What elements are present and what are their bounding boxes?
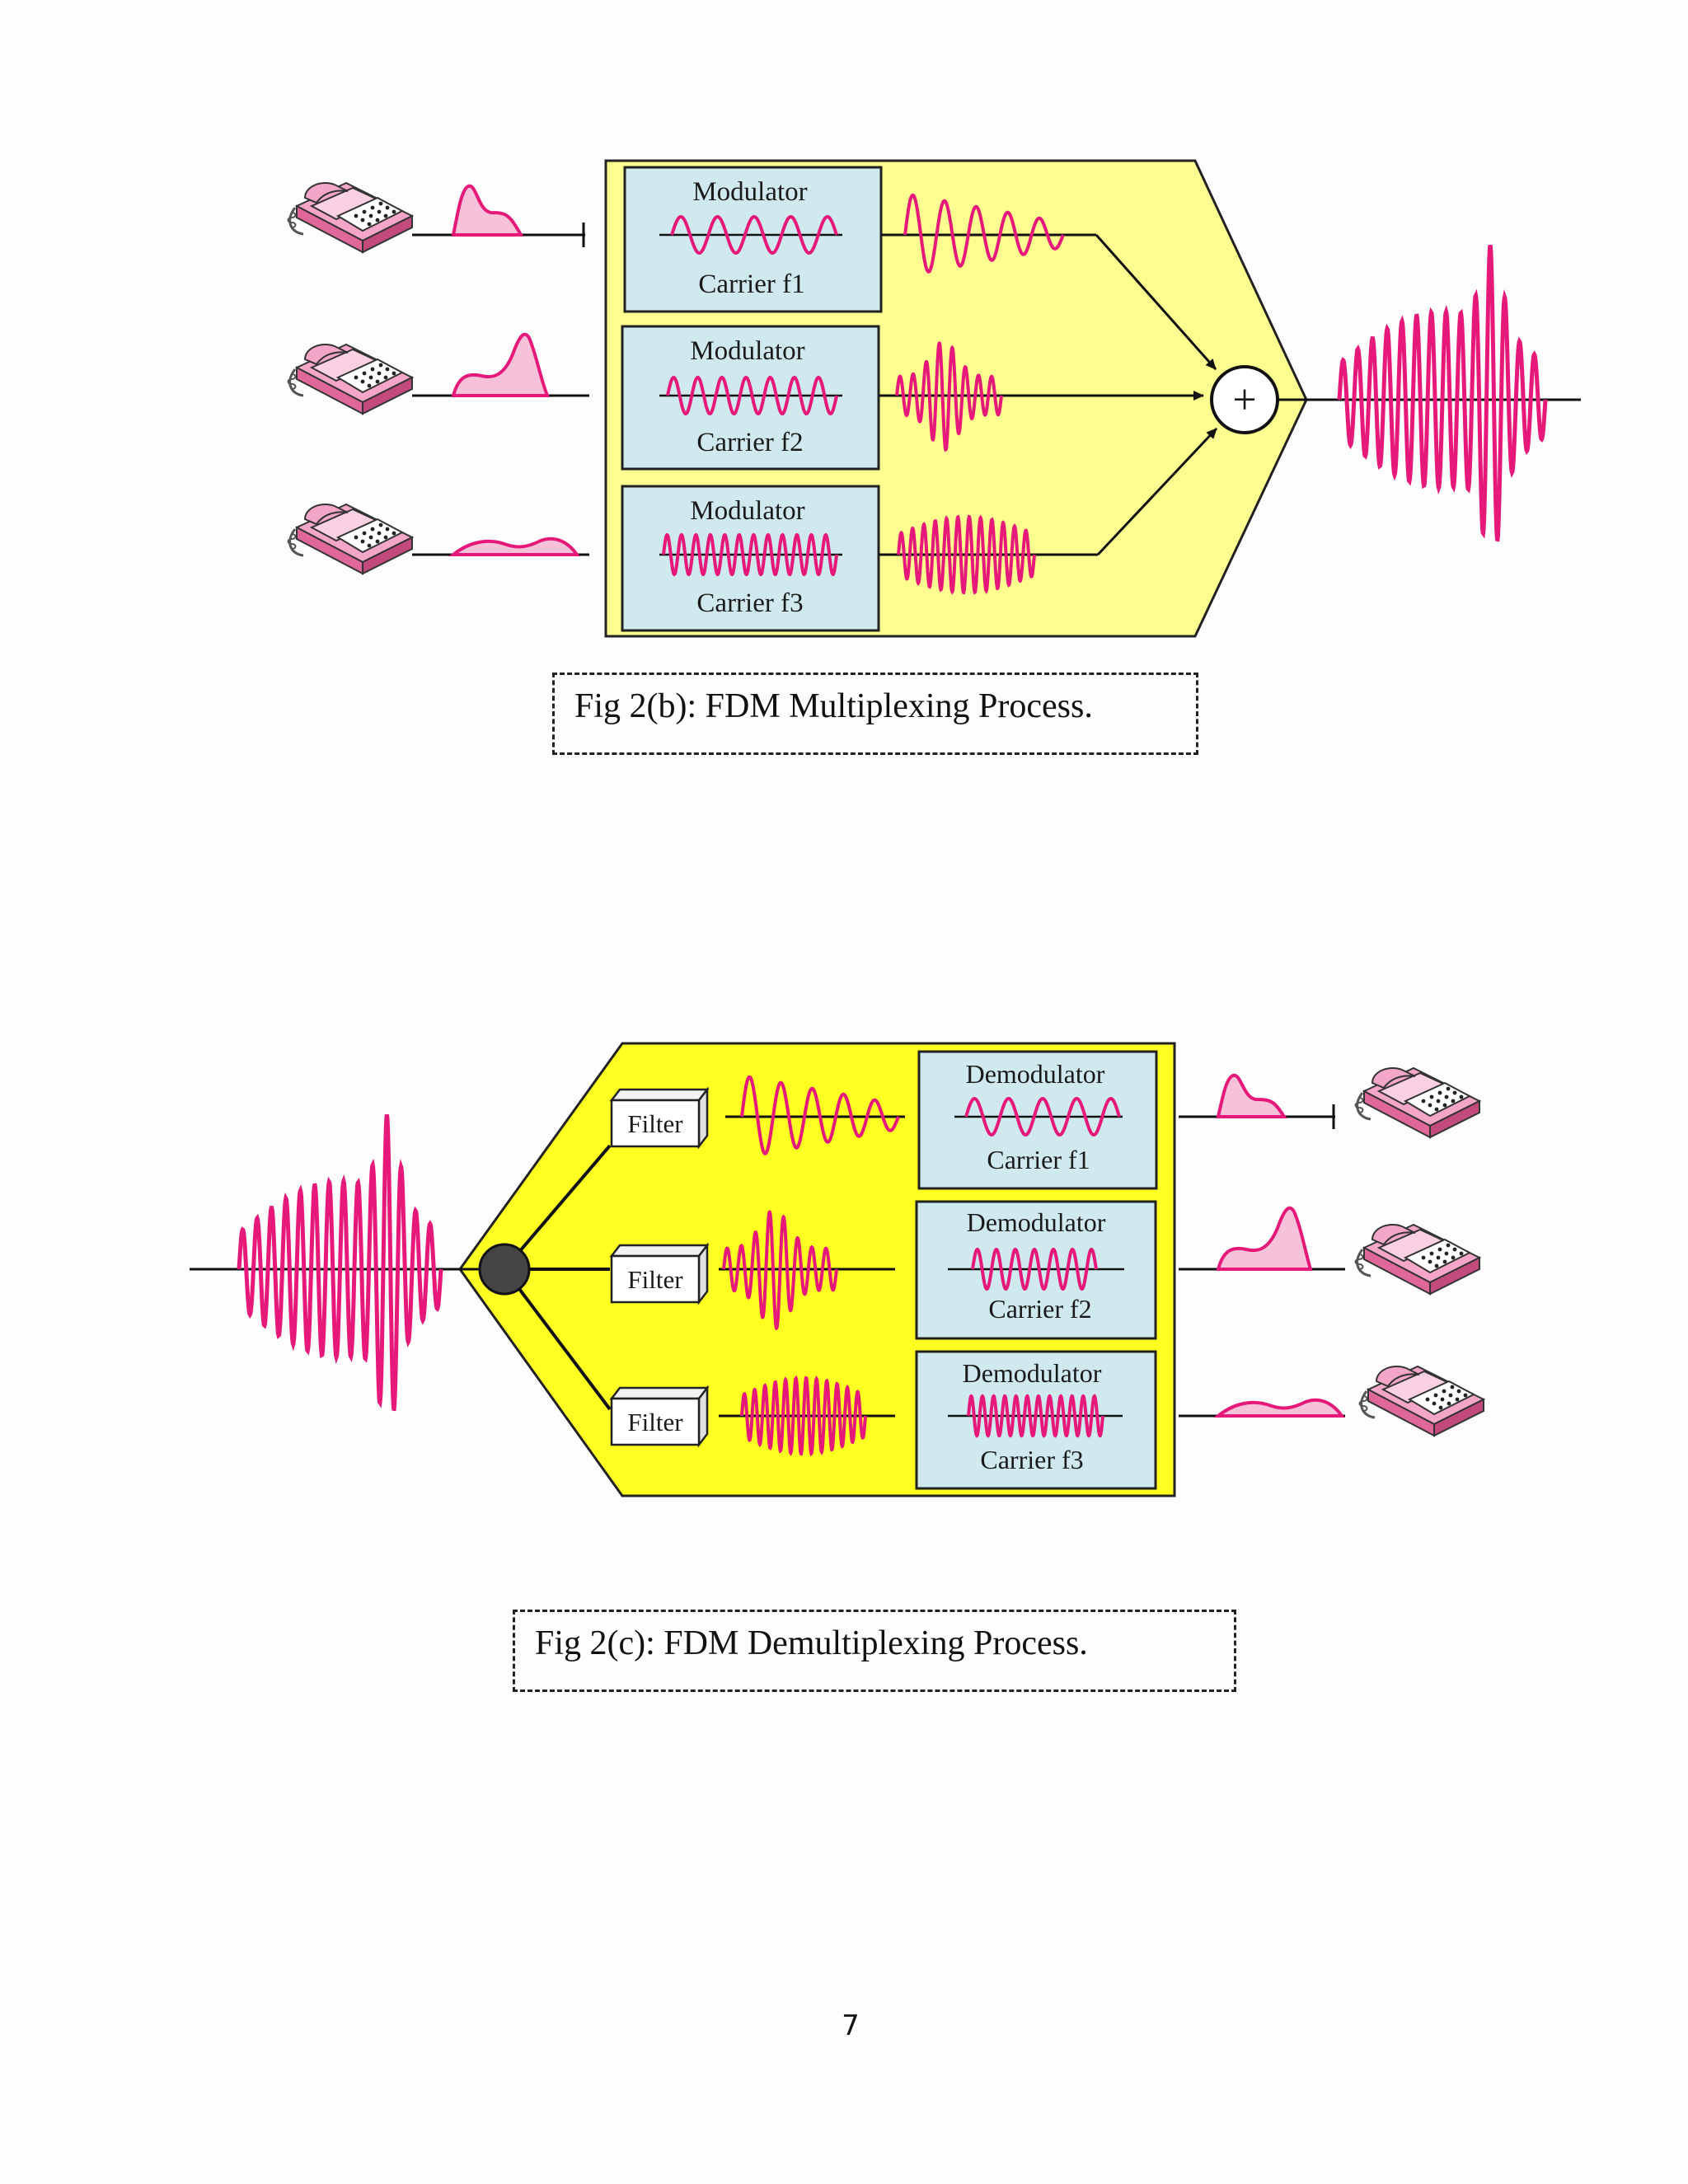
carrier-wave-3 [662, 532, 838, 577]
carrier-label-1: Carrier f1 [698, 269, 804, 299]
modulator-label-3: Modulator [690, 496, 804, 526]
demod-carrier-wave-1 [964, 1097, 1121, 1137]
filtered-signal-1 [740, 1075, 900, 1155]
demod-carrier-label-2: Carrier f2 [988, 1294, 1091, 1324]
carrier-wave-1 [670, 215, 838, 255]
fig-2b-caption: Fig 2(b): FDM Multiplexing Process. [552, 673, 1198, 755]
modulated-signal-3 [897, 514, 1036, 595]
baseband-signal-1 [451, 184, 524, 237]
carrier-label-2: Carrier f2 [696, 428, 803, 457]
telephone-icon [1354, 1066, 1481, 1139]
composite-signal-in [237, 1113, 443, 1412]
recovered-signal-3 [1213, 1398, 1345, 1418]
telephone-icon [287, 343, 414, 415]
filter-cube-2: Filter [609, 1242, 710, 1305]
demodulator-label-1: Demodulator [966, 1059, 1105, 1089]
filtered-signal-3 [740, 1375, 867, 1457]
telephone-icon [287, 503, 414, 575]
filter-label-1: Filter [627, 1109, 683, 1138]
modulated-signal-1 [903, 193, 1065, 274]
demod-carrier-label-3: Carrier f3 [980, 1445, 1083, 1474]
carrier-wave-2 [666, 375, 838, 416]
fig-2c-caption: Fig 2(c): FDM Demultiplexing Process. [513, 1610, 1236, 1692]
svg-text:+: + [1232, 377, 1256, 424]
carrier-label-3: Carrier f3 [696, 588, 803, 618]
composite-signal-out [1337, 244, 1548, 542]
telephone-icon [287, 181, 414, 254]
modulator-box-1 [623, 166, 883, 313]
recovered-signal-1 [1216, 1073, 1287, 1118]
telephone-icon [1354, 1223, 1481, 1296]
demod-carrier-wave-2 [971, 1247, 1098, 1291]
page-number: 7 [842, 2009, 860, 2042]
demodulator-label-2: Demodulator [967, 1207, 1106, 1237]
baseband-signal-3 [448, 537, 580, 556]
filter-cube-1: Filter [609, 1086, 710, 1150]
modulator-label-2: Modulator [690, 336, 804, 366]
filter-label-3: Filter [627, 1408, 683, 1436]
modulator-label-1: Modulator [692, 177, 807, 207]
filtered-signal-2 [722, 1210, 838, 1331]
demodulator-label-3: Demodulator [963, 1358, 1102, 1388]
filter-label-2: Filter [627, 1265, 683, 1294]
adder-icon: + [1210, 365, 1279, 434]
filter-cube-3: Filter [609, 1385, 710, 1448]
demod-carrier-wave-3 [967, 1394, 1104, 1438]
demodulator-box-1 [917, 1050, 1158, 1190]
splitter-node-icon [478, 1243, 531, 1296]
modulated-signal-2 [895, 341, 1003, 452]
telephone-icon [1358, 1365, 1485, 1437]
baseband-signal-2 [451, 332, 550, 397]
demod-carrier-label-1: Carrier f1 [987, 1145, 1090, 1174]
recovered-signal-2 [1216, 1206, 1313, 1271]
